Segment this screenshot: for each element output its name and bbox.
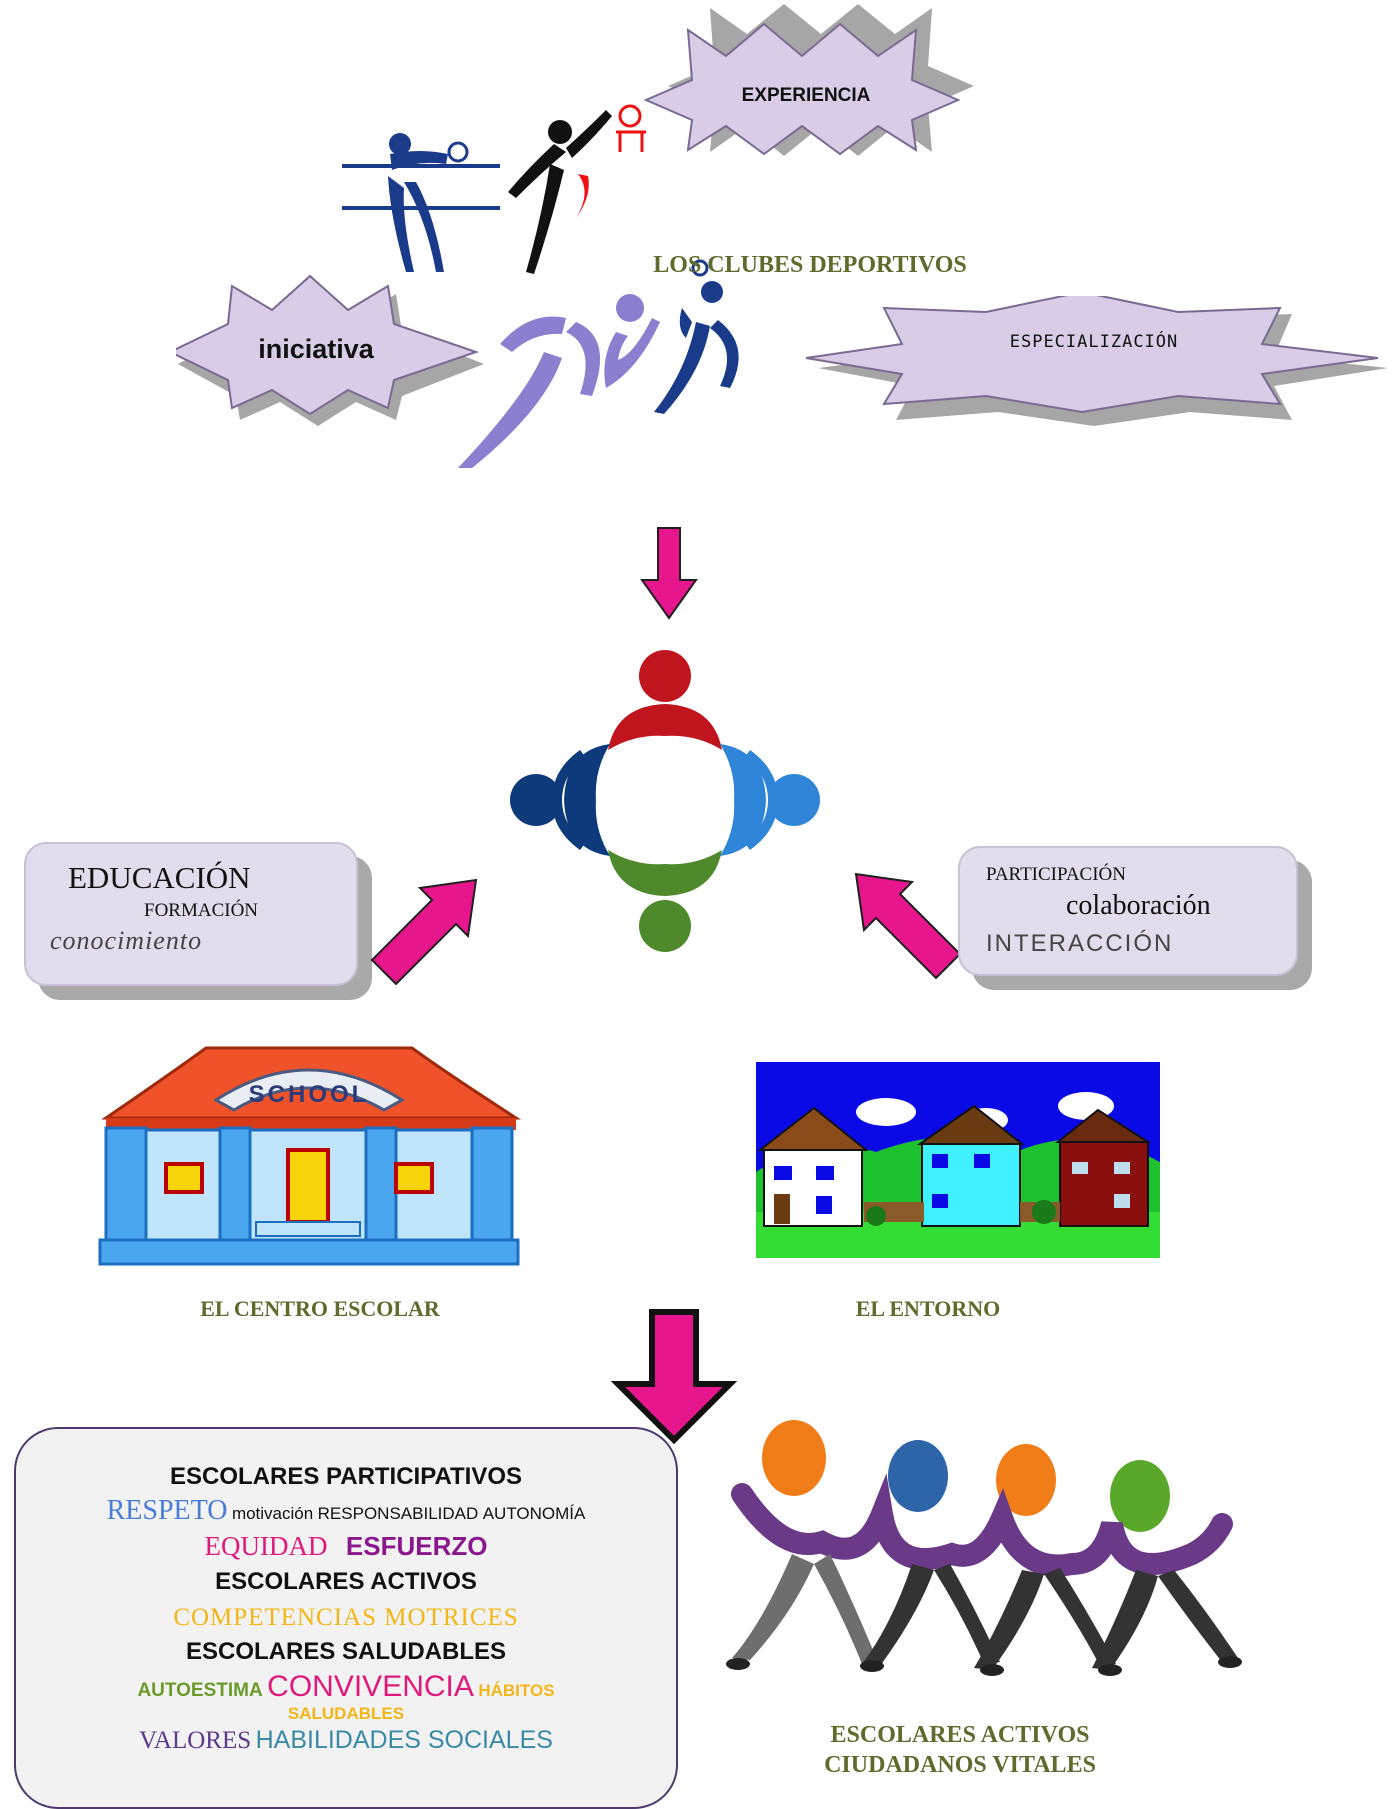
- education-note: EDUCACIÓN FORMACIÓN conocimiento: [24, 842, 358, 986]
- arrow-down-icon: [640, 526, 698, 620]
- final-line1: ESCOLARES ACTIVOS: [830, 1722, 1090, 1748]
- summary-values-row1: RESPETO motivación RESPONSABILIDAD AUTON…: [16, 1495, 676, 1527]
- star-body: [805, 296, 1379, 414]
- star-especializacion: ESPECIALIZACIÓN: [804, 296, 1388, 426]
- word-convivencia: CONVIVENCIA: [267, 1670, 474, 1703]
- word-esfuerzo: ESFUERZO: [345, 1531, 488, 1561]
- volleyball-player-icon: [342, 133, 500, 272]
- runner-icon: [458, 294, 660, 468]
- final-line2: CIUDADANOS VITALES: [824, 1752, 1096, 1778]
- star-especializacion-label: ESPECIALIZACIÓN: [1009, 332, 1179, 352]
- word-habilidades: HABILIDADES SOCIALES: [255, 1726, 553, 1754]
- star-iniciativa: iniciativa: [176, 268, 496, 428]
- neighborhood-image: [756, 1062, 1160, 1258]
- word-competencias: COMPETENCIAS MOTRICES: [173, 1604, 519, 1631]
- word-motivacion: motivación: [231, 1504, 314, 1523]
- star-body: [643, 22, 961, 156]
- environment-caption: EL ENTORNO: [855, 1296, 1001, 1321]
- summary-saludables: ESCOLARES SALUDABLES: [185, 1638, 507, 1665]
- arrow-up-right-icon: [370, 876, 480, 986]
- word-respeto: RESPETO: [106, 1495, 228, 1526]
- teamwork-circle-icon: [500, 640, 830, 960]
- summary-values-row2: EQUIDAD ESFUERZO: [16, 1531, 676, 1562]
- word-habitos: HÁBITOS: [478, 1681, 555, 1700]
- star-iniciativa-label: iniciativa: [258, 334, 374, 364]
- participation-line2: colaboración: [1066, 890, 1211, 921]
- summary-participativos: ESCOLARES PARTICIPATIVOS: [169, 1463, 523, 1490]
- school-sign: SCHOOL: [249, 1081, 370, 1108]
- large-arrow-down-icon: [610, 1308, 738, 1444]
- dancing-people-image: [722, 1414, 1242, 1688]
- star-body: [176, 274, 480, 416]
- school-caption: EL CENTRO ESCOLAR: [200, 1296, 440, 1321]
- participation-note: PARTICIPACIÓN colaboración INTERACCIÓN: [958, 846, 1298, 976]
- star-experiencia-label: EXPERIENCIA: [741, 85, 871, 106]
- education-line2: FORMACIÓN: [144, 900, 259, 921]
- summary-activos: ESCOLARES ACTIVOS: [215, 1568, 477, 1595]
- word-valores: VALORES: [139, 1727, 252, 1754]
- summary-values-row3: AUTOESTIMA CONVIVENCIA HÁBITOS: [16, 1670, 676, 1704]
- participation-line3: INTERACCIÓN: [986, 930, 1174, 957]
- word-autoestima: AUTOESTIMA: [137, 1680, 263, 1701]
- education-line1: EDUCACIÓN: [68, 860, 251, 895]
- summary-panel: ESCOLARES PARTICIPATIVOS RESPETO motivac…: [14, 1427, 678, 1809]
- participation-line1: PARTICIPACIÓN: [986, 864, 1126, 885]
- star-experiencia: EXPERIENCIA: [636, 0, 976, 160]
- clubs-title: LOS CLUBES DEPORTIVOS: [653, 252, 967, 278]
- jumper-icon: [654, 259, 739, 414]
- summary-values-row4: VALORES HABILIDADES SOCIALES: [16, 1726, 676, 1755]
- sports-pictograms: [330, 96, 800, 476]
- word-habitos-saludables: SALUDABLES: [287, 1704, 405, 1723]
- education-line3: conocimiento: [50, 926, 203, 955]
- word-autonomia: AUTONOMÍA: [482, 1504, 586, 1523]
- word-responsabilidad: RESPONSABILIDAD: [317, 1504, 479, 1523]
- basketball-player-icon: [508, 104, 646, 274]
- school-building-image: SCHOOL: [96, 1040, 522, 1268]
- arrow-up-left-icon: [852, 870, 962, 980]
- word-equidad: EQUIDAD: [204, 1531, 328, 1561]
